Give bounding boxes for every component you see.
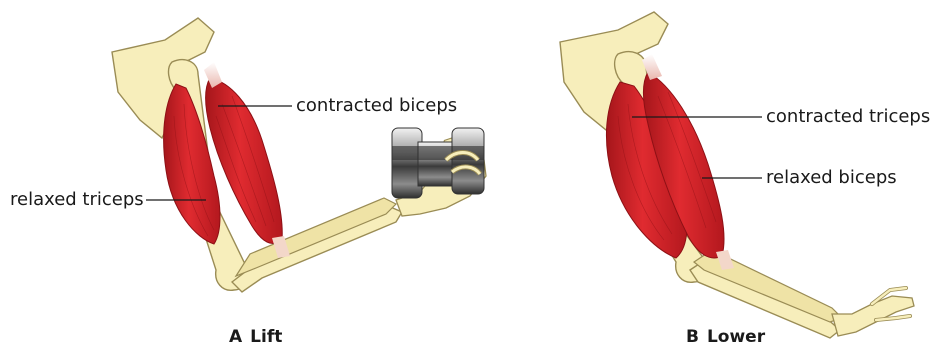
- panel-b-title: Lower: [707, 327, 765, 347]
- panel-b-upper-label: contracted triceps: [766, 106, 930, 127]
- panel-b-letter: B: [686, 327, 699, 347]
- panel-a-illustration: [112, 18, 486, 292]
- panel-b-lower-label: relaxed biceps: [766, 167, 897, 188]
- panel-b-caption: B Lower: [686, 327, 765, 347]
- panel-a-letter: A: [229, 327, 242, 347]
- panel-a-upper-label: contracted biceps: [296, 95, 457, 116]
- panel-a-caption: A Lift: [229, 327, 282, 347]
- panel-a-lower-label: relaxed triceps: [10, 189, 144, 210]
- panel-a-title: Lift: [250, 327, 282, 347]
